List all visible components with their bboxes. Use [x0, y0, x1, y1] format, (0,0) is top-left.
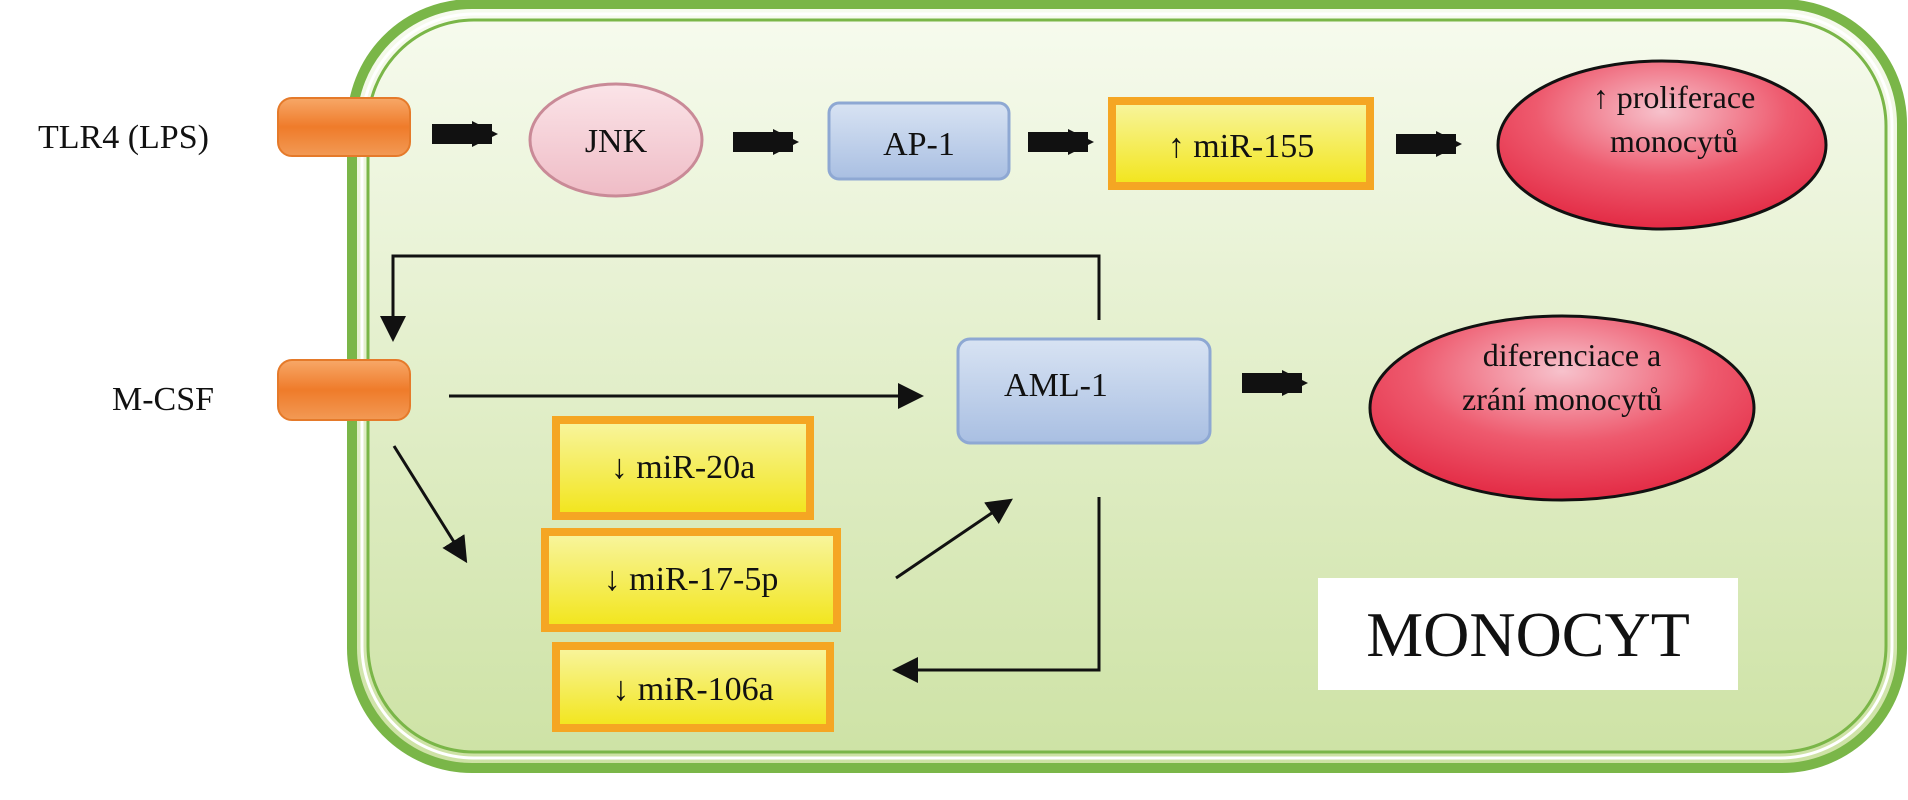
jnk-node	[528, 82, 704, 198]
mir155-label: ↑ miR-155	[1168, 128, 1314, 165]
aml1-node	[956, 337, 1212, 445]
proliferace-label-line2: monocytů	[1610, 123, 1738, 159]
ap1-node	[827, 101, 1011, 181]
mir20a-node	[552, 416, 814, 520]
mir17-node	[541, 528, 841, 632]
proliferace-outcome	[1496, 59, 1828, 231]
proliferace-label-line1: ↑ proliferace	[1593, 79, 1756, 115]
tlr4-receptor	[277, 97, 411, 157]
arrow-aml1-to-mir106a	[892, 497, 1101, 683]
mir106a-label: ↓ miR-106a	[612, 671, 773, 708]
mir17-label: ↓ miR-17-5p	[604, 561, 779, 598]
tlr4-label: TLR4 (LPS)	[38, 119, 209, 156]
monocyt-label-box	[1318, 578, 1738, 690]
aml1-label: AML-1	[1004, 367, 1108, 404]
jnk-label: JNK	[585, 123, 648, 160]
mir20a-label: ↓ miR-20a	[611, 449, 755, 486]
ap1-label: AP-1	[883, 126, 955, 163]
diferenciace-label-line2: zrání monocytů	[1462, 381, 1662, 417]
mcsf-receptor	[277, 359, 411, 421]
arrow-mir17-to-aml1	[895, 498, 1013, 580]
arrow-mcsf-to-mirnas	[392, 445, 468, 564]
mir106a-node	[552, 642, 834, 732]
mcsf-label: M-CSF	[112, 381, 214, 418]
mir155-node	[1108, 97, 1374, 190]
diferenciace-label-line1: diferenciace a	[1483, 337, 1662, 373]
monocyt-label: MONOCYT	[1366, 599, 1690, 670]
arrow-aml1-feedback-to-mcsf	[380, 254, 1101, 342]
diferenciace-outcome	[1368, 314, 1756, 502]
